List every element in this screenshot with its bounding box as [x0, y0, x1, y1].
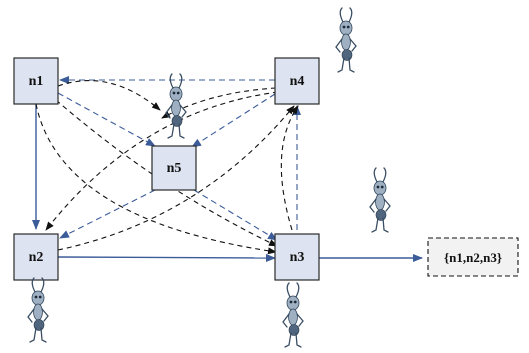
edge-n4-n5-curve	[161, 87, 277, 119]
node-label-n2: n2	[29, 250, 44, 265]
node-n1: n1	[13, 57, 59, 105]
edge-n1-n3-lower-curve	[35, 103, 277, 255]
edge-n4-n2-curve	[45, 91, 279, 231]
ant-icon-bottom-center	[282, 282, 304, 348]
ant-icon-bottom-left	[27, 277, 49, 343]
node-label-n4: n4	[290, 74, 305, 89]
edge-n5-n2-dashed	[59, 189, 156, 239]
ant-icon-right	[369, 167, 391, 233]
result-set-label: {n1,n2,n3}	[444, 250, 502, 265]
edge-n2-n4-curve	[57, 105, 295, 251]
node-label-n1: n1	[29, 74, 44, 89]
ant-icon-top-right	[335, 7, 357, 73]
node-n5: n5	[151, 145, 197, 191]
node-label-n3: n3	[290, 250, 305, 265]
node-n4: n4	[274, 57, 320, 105]
edge-n1-n5-dashed	[57, 92, 156, 147]
edge-n2-n3	[57, 253, 276, 262]
node-label-n5: n5	[167, 161, 182, 176]
edge-n4-n5-dashed	[191, 93, 276, 148]
node-n3: n3	[274, 233, 320, 281]
edge-n5-n3-dashed	[193, 189, 278, 241]
node-n2: n2	[13, 233, 59, 281]
result-set-box: {n1,n2,n3}	[427, 237, 519, 277]
ant-icon-center	[165, 73, 187, 139]
edges	[32, 76, 423, 262]
edge-n3-n4-curve	[280, 105, 299, 231]
edge-n1-n5-curve	[57, 80, 161, 111]
